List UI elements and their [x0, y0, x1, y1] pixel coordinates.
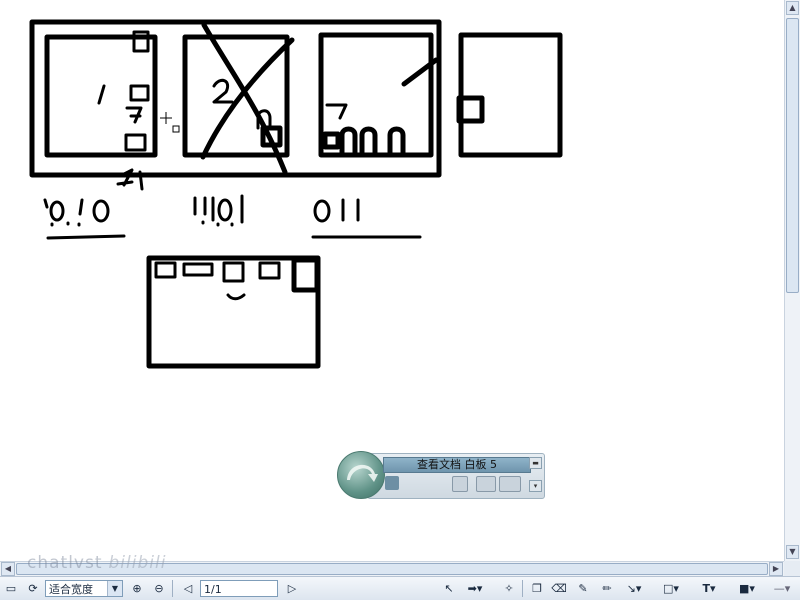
box-2-n-stroke [256, 109, 272, 130]
watermark-text-2: bilibili [108, 553, 167, 573]
panel-chat-icon[interactable] [476, 476, 496, 492]
scroll-left-icon[interactable]: ◀ [1, 562, 15, 576]
line-tool-icon[interactable]: ↘▾ [626, 582, 642, 595]
box-1-block-mid [129, 84, 150, 102]
page-view-icon[interactable]: ▭ [5, 582, 17, 595]
scroll-corner [784, 561, 800, 576]
page-number-value: 1/1 [204, 583, 222, 596]
box-1-seven-stroke [125, 106, 143, 124]
magic-wand-icon[interactable]: ✧ [504, 582, 514, 595]
next-page-icon[interactable]: ▷ [287, 582, 297, 595]
cursor-box-icon [172, 125, 180, 133]
memory-slot-3 [222, 261, 245, 283]
binary-1-zero-b [92, 199, 110, 223]
layers-icon[interactable]: ❐ [532, 582, 542, 595]
scroll-right-icon[interactable]: ▶ [769, 562, 783, 576]
panel-menu-icon[interactable]: ▾ [529, 480, 542, 492]
memory-slot-4 [258, 261, 281, 280]
page-number-field[interactable]: 1/1 [200, 580, 278, 597]
binary-2-zero [217, 198, 233, 222]
binary-1-underline [46, 234, 126, 240]
line-style-icon[interactable]: —▾ [773, 582, 791, 595]
memory-slot-1 [154, 261, 177, 279]
box-3-arch-1 [339, 126, 358, 158]
outer-frame [29, 19, 442, 178]
horizontal-scrollbar[interactable]: ◀ ▶ [0, 561, 784, 576]
color-picker-icon[interactable]: ■▾ [739, 582, 755, 595]
binary-1-dots [50, 221, 70, 227]
zoom-select-value: 适合宽度 [49, 583, 93, 596]
highlighter-icon[interactable]: ✎ [578, 582, 588, 595]
whiteboard-drawing [29, 19, 563, 369]
horizontal-scroll-thumb[interactable] [16, 563, 768, 575]
box-3-block [322, 131, 341, 150]
box-4-block [456, 95, 485, 124]
eraser-icon[interactable]: ⌫ [551, 582, 567, 595]
previous-page-icon[interactable]: ◁ [183, 582, 193, 595]
box-3-arch-2 [359, 126, 378, 158]
panel-film-icon[interactable] [385, 476, 399, 490]
box-1-block-bottom [124, 133, 147, 152]
pen-icon[interactable]: ✏ [602, 582, 612, 595]
box-4 [458, 32, 563, 158]
pointer-tool-icon[interactable]: ↖ [444, 582, 454, 595]
arrow-tool-icon[interactable]: ➡▾ [467, 582, 483, 595]
memory-box [146, 255, 321, 369]
binary-2-one-and-dots [201, 194, 244, 227]
binary-1-tick [43, 198, 49, 209]
box-1-one-stroke [97, 84, 106, 105]
box-1-note-strokes [116, 168, 144, 191]
box-1-block-top [132, 30, 150, 53]
chevron-down-icon[interactable]: ▼ [107, 581, 122, 596]
zoom-out-icon[interactable]: ⊖ [154, 582, 164, 595]
box-2-cross-b [200, 37, 295, 160]
box-2 [182, 34, 290, 158]
binary-1-bang [77, 198, 84, 227]
vertical-scrollbar[interactable]: ▲ ▼ [784, 0, 800, 561]
box-1 [44, 34, 158, 158]
toolbar-divider [522, 580, 523, 597]
scroll-up-icon[interactable]: ▲ [786, 1, 799, 15]
zoom-in-icon[interactable]: ⊕ [132, 582, 142, 595]
box-3-arch-3 [387, 126, 406, 158]
panel-minimize-icon[interactable]: ▬ [529, 457, 542, 469]
box-3-stroke [401, 57, 439, 87]
vertical-scroll-thumb[interactable] [786, 18, 799, 293]
zoom-select[interactable]: 适合宽度 ▼ [45, 580, 123, 597]
rotate-icon[interactable]: ⟳ [28, 582, 38, 595]
shape-tool-icon[interactable]: □▾ [663, 582, 679, 595]
toolbar-divider [172, 580, 173, 597]
floating-panel: 查看文档 白板 5 ▬ ▾ [337, 451, 545, 499]
box-2-two-stroke [212, 78, 234, 104]
memory-slot-5 [291, 257, 320, 293]
panel-hand-icon[interactable] [452, 476, 468, 492]
panel-title[interactable]: 查看文档 白板 5 [383, 457, 531, 473]
binary-3-zero [313, 199, 331, 223]
memory-smile-stroke [226, 293, 246, 301]
text-tool-icon[interactable]: T▾ [702, 582, 716, 595]
crosshair-cursor-icon [160, 112, 172, 124]
scroll-down-icon[interactable]: ▼ [786, 545, 799, 559]
panel-screen-icon[interactable] [499, 476, 521, 492]
binary-1-zero-a [49, 200, 65, 222]
box-3-seven-stroke [325, 103, 348, 120]
bottom-toolbar: ▭ ⟳ 适合宽度 ▼ ⊕ ⊖ ◁ 1/1 ▷ ↖ ➡▾ ✧ ❐ ⌫ ✎ ✏ ↘▾… [0, 576, 800, 600]
watermark-text: chatlvst [27, 553, 103, 573]
panel-logo-icon[interactable] [337, 451, 385, 499]
binary-2-ones [193, 196, 215, 222]
binary-3-ones [341, 198, 360, 222]
memory-slot-2 [182, 262, 214, 277]
